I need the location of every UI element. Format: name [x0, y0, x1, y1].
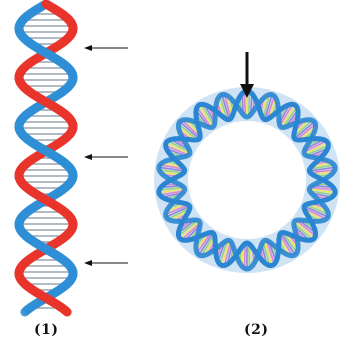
panel-1-arrows: [84, 45, 128, 266]
red-strand-segment: [47, 103, 50, 105]
red-strand-segment: [45, 200, 48, 202]
arrow-head-icon: [84, 45, 92, 51]
blue-strand-segment: [46, 53, 49, 55]
red-strand-segment: [46, 4, 49, 6]
blue-strand-segment: [46, 249, 49, 251]
linear-dna-helix-icon: [19, 4, 73, 312]
arrow-head-icon: [84, 154, 92, 160]
panel-1-label: (1): [34, 322, 59, 338]
blue-strand-segment: [45, 150, 48, 152]
arrow-head-icon: [84, 260, 92, 266]
circular-dna-ring-icon: [159, 91, 335, 269]
panel-2-label: (2): [244, 322, 269, 338]
blue-strand-segment: [25, 310, 27, 312]
ring-backdrop: [171, 104, 323, 256]
red-strand-segment: [46, 298, 49, 300]
